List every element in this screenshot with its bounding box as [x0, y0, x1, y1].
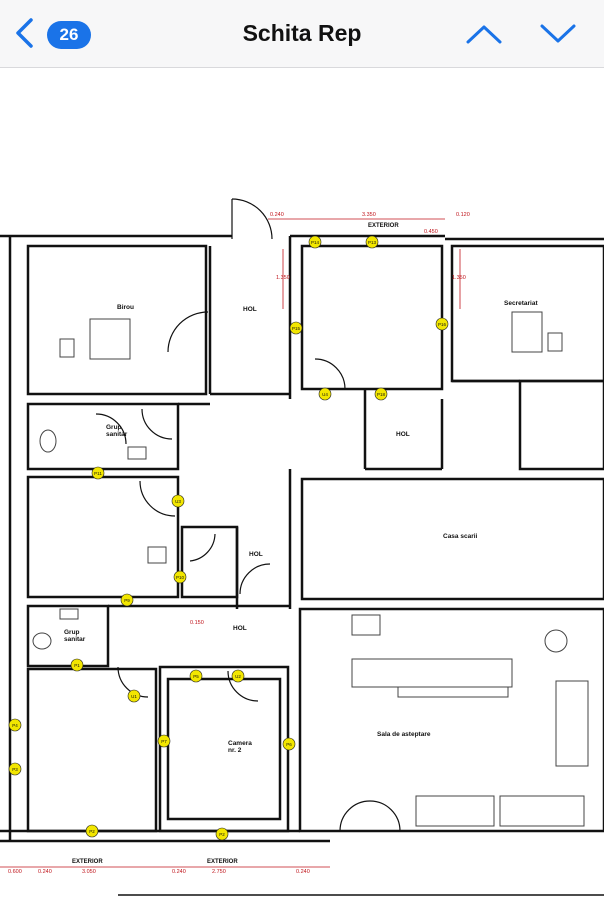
- message-count-badge[interactable]: 26: [47, 21, 91, 49]
- room-sala-asteptare: Sala de asteptare: [377, 731, 431, 738]
- marker-label: P5: [193, 674, 199, 679]
- top-navigation-bar: 26 Schita Rep: [0, 0, 604, 68]
- exterior-label: EXTERIOR: [368, 223, 399, 229]
- room-hol-1: HOL: [243, 306, 257, 313]
- marker-label: P9: [124, 598, 130, 603]
- marker-label: P3: [12, 767, 18, 772]
- marker-label: U3: [175, 499, 181, 504]
- room-secretariat: Secretariat: [504, 300, 538, 307]
- next-button[interactable]: [538, 16, 578, 52]
- dimension-label: 1.350: [452, 275, 466, 281]
- exterior-label: EXTERIOR: [207, 859, 238, 865]
- marker-label: P6: [286, 742, 292, 747]
- marker-label: P2: [219, 832, 225, 837]
- marker-label: P7: [161, 739, 167, 744]
- dimension-label: 0.240: [172, 869, 186, 875]
- marker-label: P10: [176, 575, 185, 580]
- dimension-label: 0.240: [270, 212, 284, 218]
- chevron-left-icon: [16, 18, 33, 48]
- dimension-label: 2.750: [212, 869, 226, 875]
- dimension-label: 3.050: [82, 869, 96, 875]
- room-hol-4: HOL: [233, 625, 247, 632]
- marker-label: U4: [322, 392, 328, 397]
- room-birou: Birou: [117, 304, 134, 311]
- marker-label: P14: [311, 240, 320, 245]
- marker-label: P13: [368, 240, 377, 245]
- room-hol-3: HOL: [249, 551, 263, 558]
- marker-label: U1: [131, 694, 137, 699]
- marker-label: P16: [438, 322, 447, 327]
- chevron-up-icon: [466, 25, 502, 44]
- dimension-label: 0.450: [424, 229, 438, 235]
- exterior-label: EXTERIOR: [72, 859, 103, 865]
- dimension-label: 0.150: [190, 620, 204, 626]
- marker-label: P11: [94, 471, 102, 476]
- previous-button[interactable]: [464, 16, 504, 52]
- dimension-label: 0.240: [38, 869, 52, 875]
- marker-label: P18: [377, 392, 386, 397]
- dimension-label: 0.120: [456, 212, 470, 218]
- marker-label: P15: [292, 326, 301, 331]
- dimension-label: 0.240: [296, 869, 310, 875]
- marker-label: U2: [235, 674, 241, 679]
- marker-label: P2: [89, 829, 95, 834]
- chevron-down-icon: [540, 24, 576, 43]
- back-button[interactable]: [8, 16, 42, 50]
- room-casa-scarii: Casa scarii: [443, 533, 478, 540]
- room-hol-2: HOL: [396, 431, 410, 438]
- dimension-label: 3.350: [362, 212, 376, 218]
- dimension-label: 0.600: [8, 869, 22, 875]
- marker-label: P4: [12, 723, 18, 728]
- marker-label: P1: [74, 663, 80, 668]
